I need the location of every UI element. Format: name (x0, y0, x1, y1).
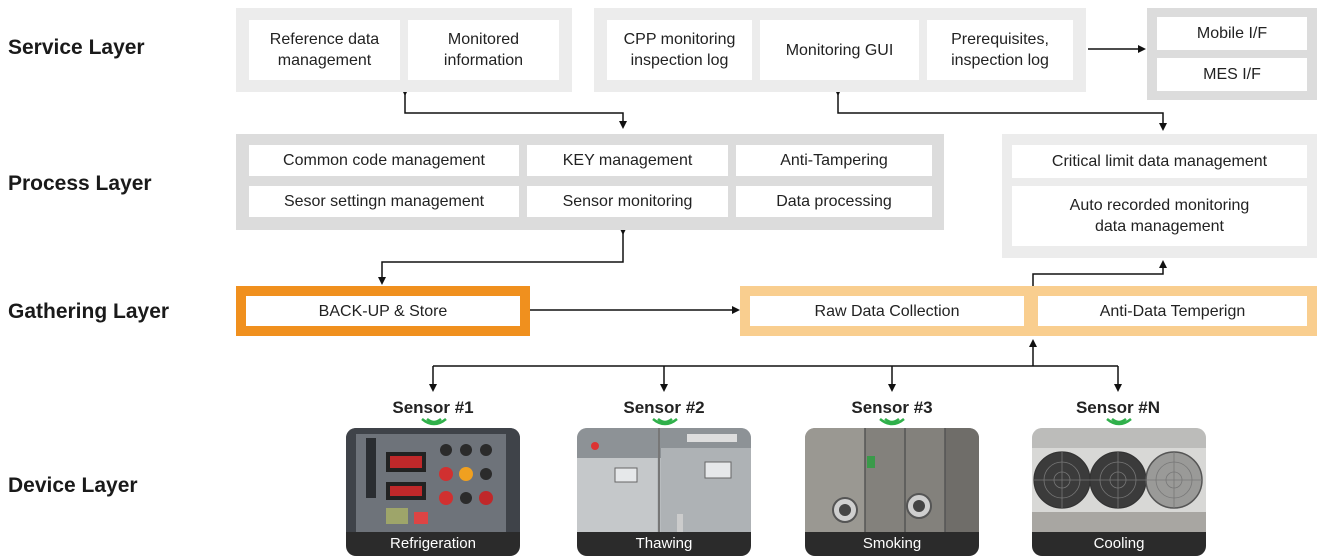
auto-recorded-monitoring[interactable]: Auto recorded monitoring data management (1012, 186, 1307, 246)
monitored-information[interactable]: Monitored information (408, 20, 559, 80)
service-group-reference: Reference data management Monitored info… (236, 8, 572, 92)
prerequisites-log[interactable]: Prerequisites, inspection log (927, 20, 1073, 80)
sensor-2-title: Sensor #2 (623, 398, 705, 417)
process-main-panel: Common code management KEY management An… (236, 134, 944, 230)
link-process-backup (378, 227, 627, 285)
refrigeration-caption: Refrigeration (346, 532, 520, 556)
thawing-caption: Thawing (577, 532, 751, 556)
cpp-monitoring-log[interactable]: CPP monitoring inspection log (607, 20, 752, 80)
collection-panel: Raw Data Collection Anti-Data Temperign (740, 286, 1317, 336)
backup-panel: BACK-UP & Store (236, 286, 530, 336)
gathering-layer-label: Gathering Layer (8, 300, 170, 323)
refrigeration-photo (346, 428, 520, 532)
critical-limit-management[interactable]: Critical limit data management (1012, 145, 1307, 178)
mobile-if[interactable]: Mobile I/F (1157, 17, 1307, 50)
monitoring-gui[interactable]: Monitoring GUI (760, 20, 919, 80)
smoking-photo (805, 428, 979, 532)
process-layer-label: Process Layer (8, 172, 152, 195)
mes-if[interactable]: MES I/F (1157, 58, 1307, 91)
common-code-management[interactable]: Common code management (249, 145, 519, 176)
reference-data-management[interactable]: Reference data management (249, 20, 400, 80)
smoking-caption: Smoking (805, 532, 979, 556)
wifi-icon (652, 418, 678, 426)
raw-data-collection[interactable]: Raw Data Collection (750, 296, 1024, 326)
wifi-icon (1106, 418, 1132, 426)
device-layer-label: Device Layer (8, 474, 138, 497)
sensor-n-title: Sensor #N (1075, 398, 1161, 417)
anti-data-tampering[interactable]: Anti-Data Temperign (1038, 296, 1307, 326)
service-group-monitoring: CPP monitoring inspection log Monitoring… (594, 8, 1086, 92)
sensor-3-title: Sensor #3 (851, 398, 933, 417)
backup-store[interactable]: BACK-UP & Store (246, 296, 520, 326)
sensor-setting-management[interactable]: Sesor settingn management (249, 186, 519, 217)
link-service-process-right (834, 88, 1167, 131)
cooling-photo (1032, 428, 1206, 532)
external-interfaces: Mobile I/F MES I/F (1147, 8, 1317, 100)
sensor-monitoring[interactable]: Sensor monitoring (527, 186, 728, 217)
service-layer-label: Service Layer (8, 36, 145, 59)
sensor-1-title: Sensor #1 (392, 398, 474, 417)
wifi-icon (879, 418, 905, 426)
key-management[interactable]: KEY management (527, 145, 728, 176)
cooling-caption: Cooling (1032, 532, 1206, 556)
process-right-panel: Critical limit data management Auto reco… (1002, 134, 1317, 258)
data-processing[interactable]: Data processing (736, 186, 932, 217)
link-service-process-left (401, 88, 627, 129)
wifi-icon (421, 418, 447, 426)
thawing-photo (577, 428, 751, 532)
link-gathering-process-right (1032, 260, 1167, 288)
anti-tampering[interactable]: Anti-Tampering (736, 145, 932, 176)
